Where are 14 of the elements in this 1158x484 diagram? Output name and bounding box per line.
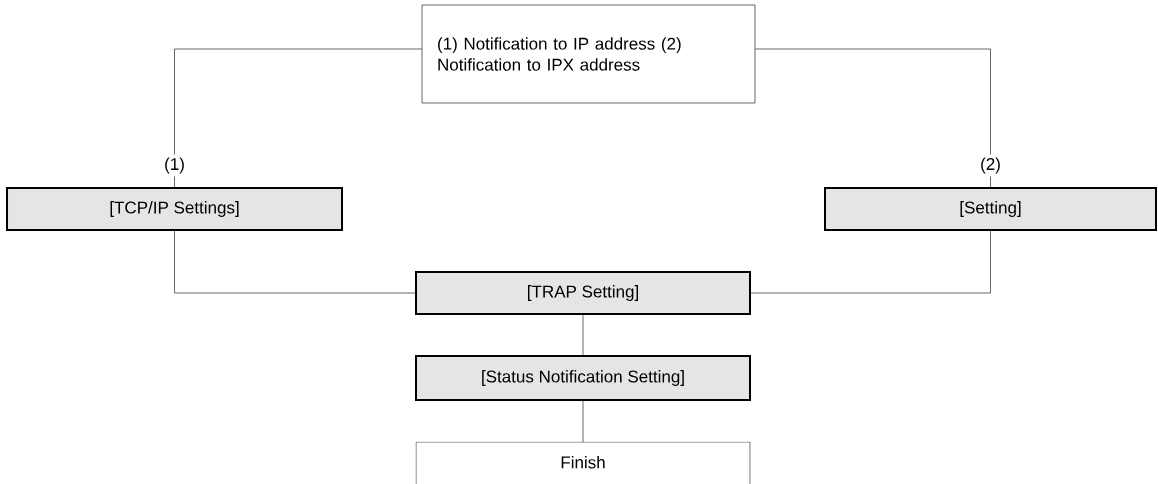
connector-line <box>174 48 422 188</box>
setting-box: [TRAP Setting] <box>415 271 751 315</box>
connector-line <box>750 230 991 294</box>
edge-label: (2) <box>977 154 1004 177</box>
setting-box: [Setting] <box>824 187 1157 231</box>
connector-line <box>174 230 416 294</box>
edge-label: (1) <box>161 154 188 177</box>
connector-line <box>582 400 584 443</box>
setting-box: [TCP/IP Settings] <box>6 187 343 231</box>
finish-box: Finish <box>415 441 751 484</box>
connector-line <box>582 314 584 356</box>
connector-line <box>755 48 991 188</box>
setting-box: [Status Notification Setting] <box>415 355 751 401</box>
note-box: (1) Notification to IP address (2) Notification to IPX address <box>421 4 756 104</box>
